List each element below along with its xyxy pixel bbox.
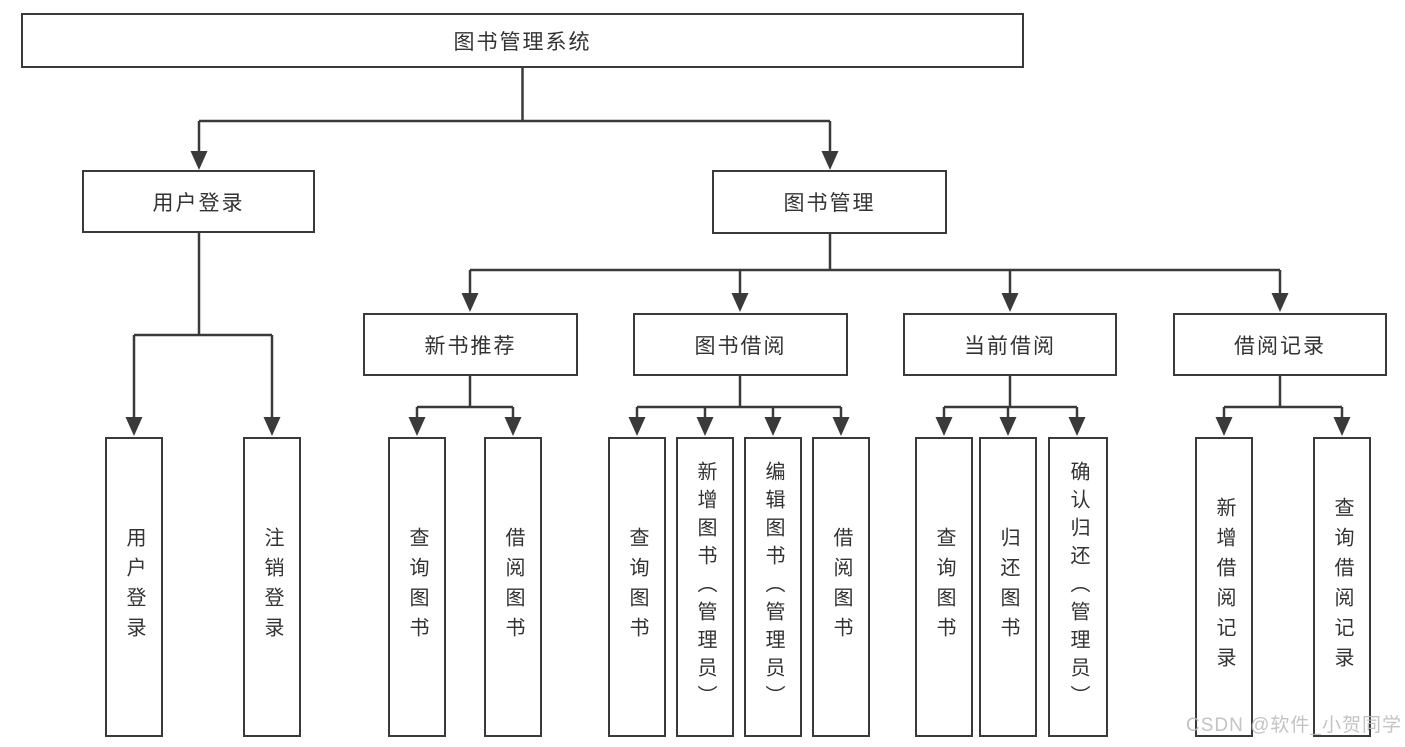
node-new-book-recommend-label: 新书推荐 <box>424 334 517 358</box>
connector-book-borrow <box>635 376 843 419</box>
node-root: 图书管理系统 <box>21 13 1024 68</box>
arrowhead <box>461 293 479 312</box>
csdn-watermark: CSDN @软件_小贺同学 <box>1186 715 1402 736</box>
node-root-label: 图书管理系统 <box>453 30 592 54</box>
leaf-current-return-books: 归还图书 <box>979 437 1037 737</box>
arrowhead <box>821 151 839 170</box>
arrowhead <box>408 417 426 436</box>
connector-borrow-records <box>1222 376 1344 419</box>
leaf-newbook-borrow-books-label: 借阅图书 <box>502 527 524 647</box>
connector-new-book <box>415 376 515 419</box>
node-new-book-recommend: 新书推荐 <box>363 313 578 376</box>
arrowhead <box>190 151 208 170</box>
arrowhead <box>731 293 749 312</box>
arrowhead <box>263 417 281 436</box>
arrowhead <box>935 417 953 436</box>
leaf-borrow-edit-books-admin-label: 编辑图书（管理员） <box>762 461 784 713</box>
leaf-borrow-borrow-books-label: 借阅图书 <box>830 527 852 647</box>
leaf-logout: 注销登录 <box>243 437 301 737</box>
arrowhead <box>1068 417 1086 436</box>
leaf-borrow-edit-books-admin: 编辑图书（管理员） <box>744 437 802 737</box>
leaf-borrow-query-books-label: 查询图书 <box>626 527 648 647</box>
leaf-current-confirm-return-admin-label: 确认归还（管理员） <box>1067 461 1089 713</box>
arrowhead <box>1333 417 1351 436</box>
connector-user-login <box>132 233 274 418</box>
leaf-current-query-books-label: 查询图书 <box>933 527 955 647</box>
arrowhead <box>1271 293 1289 312</box>
arrowhead <box>628 417 646 436</box>
arrowhead <box>764 417 782 436</box>
connector-book-mgmt <box>468 234 1282 294</box>
leaf-logout-label: 注销登录 <box>261 527 283 647</box>
connector-root <box>197 68 832 152</box>
node-current-borrow-label: 当前借阅 <box>964 334 1056 358</box>
node-book-management-label: 图书管理 <box>783 192 876 215</box>
arrowhead <box>1215 417 1233 436</box>
node-book-borrow: 图书借阅 <box>633 313 848 376</box>
leaf-newbook-borrow-books: 借阅图书 <box>484 437 542 737</box>
leaf-current-confirm-return-admin: 确认归还（管理员） <box>1048 437 1108 737</box>
arrowhead <box>504 417 522 436</box>
arrowhead <box>999 417 1017 436</box>
leaf-user-login-label: 用户登录 <box>123 527 145 647</box>
node-borrow-records: 借阅记录 <box>1173 313 1387 376</box>
leaf-borrow-add-books-admin: 新增图书（管理员） <box>676 437 734 737</box>
connector-current-borrow <box>942 376 1079 419</box>
node-book-management: 图书管理 <box>712 170 947 234</box>
leaf-borrow-borrow-books: 借阅图书 <box>812 437 870 737</box>
arrowhead <box>1001 293 1019 312</box>
arrowhead <box>696 417 714 436</box>
node-borrow-records-label: 借阅记录 <box>1234 334 1326 358</box>
leaf-records-query-borrow-record-label: 查询借阅记录 <box>1331 497 1353 677</box>
leaf-records-query-borrow-record: 查询借阅记录 <box>1313 437 1371 737</box>
leaf-records-add-borrow-record-label: 新增借阅记录 <box>1213 497 1235 677</box>
leaf-newbook-query-books-label: 查询图书 <box>406 527 428 647</box>
node-user-login-label: 用户登录 <box>152 191 245 215</box>
leaf-current-query-books: 查询图书 <box>915 437 973 737</box>
node-current-borrow: 当前借阅 <box>903 313 1117 376</box>
arrowhead <box>125 417 143 436</box>
node-user-login: 用户登录 <box>82 170 315 233</box>
leaf-records-add-borrow-record: 新增借阅记录 <box>1195 437 1253 737</box>
leaf-user-login: 用户登录 <box>105 437 163 737</box>
arrowhead <box>832 417 850 436</box>
leaf-newbook-query-books: 查询图书 <box>388 437 446 737</box>
leaf-borrow-add-books-admin-label: 新增图书（管理员） <box>694 461 716 713</box>
node-book-borrow-label: 图书借阅 <box>694 334 787 358</box>
leaf-borrow-query-books: 查询图书 <box>608 437 666 737</box>
leaf-current-return-books-label: 归还图书 <box>997 527 1019 647</box>
